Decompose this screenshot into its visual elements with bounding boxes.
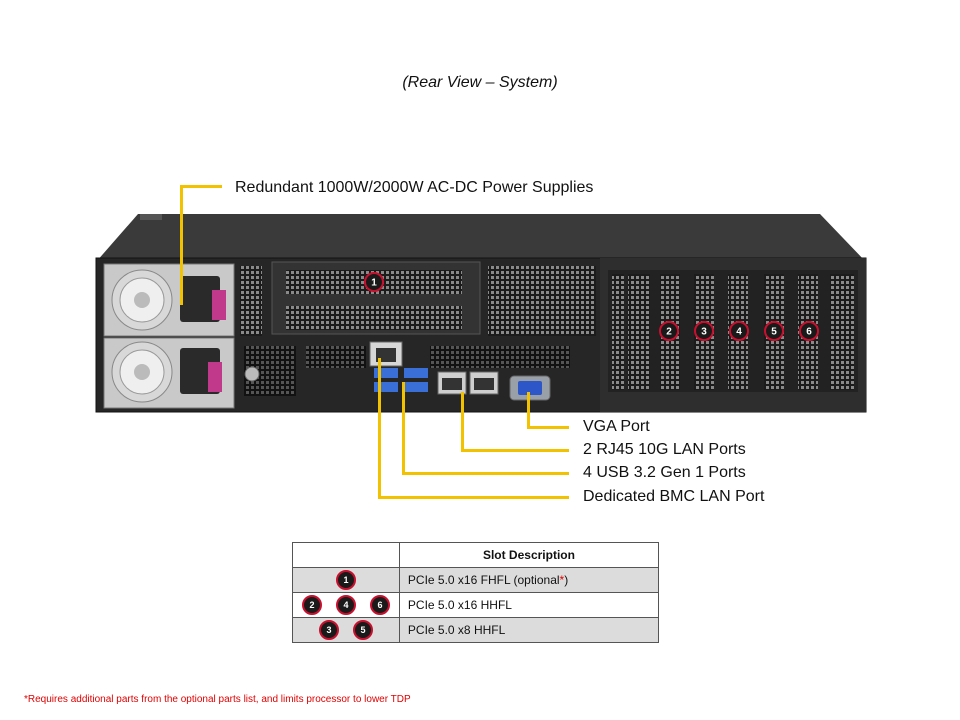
power-supply-label: Redundant 1000W/2000W AC-DC Power Suppli… [235, 179, 594, 196]
slot-badge-4: 4 [729, 321, 749, 341]
slot-badge-2: 2 [659, 321, 679, 341]
svg-text:3: 3 [701, 327, 707, 338]
slot-badge-1: 1 [335, 570, 356, 590]
slot-badge-4: 4 [335, 595, 356, 615]
slot-badge-5: 5 [764, 321, 784, 341]
svg-text:1: 1 [371, 278, 377, 289]
vga-leader-h [527, 426, 569, 429]
slot-badge-2: 2 [301, 595, 322, 615]
svg-text:5: 5 [771, 327, 777, 338]
usb-ports-label: 4 USB 3.2 Gen 1 Ports [583, 464, 746, 481]
table-header-row: Slot Description [292, 542, 660, 568]
lan-leader-v [461, 392, 464, 451]
slot-badge-6: 6 [799, 321, 819, 341]
slot-description: PCIe 5.0 x16 HHFL [398, 592, 660, 618]
slot-badge-3: 3 [318, 620, 339, 640]
table-row: 1 PCIe 5.0 x16 FHFL (optional*) [292, 567, 660, 593]
diagram-title: (Rear View – System) [402, 74, 558, 91]
vga-leader-v [527, 392, 530, 428]
slot-description: PCIe 5.0 x8 HHFL [398, 617, 660, 643]
svg-text:4: 4 [736, 327, 742, 338]
bmc-leader-v [378, 358, 381, 498]
slot-badge-3: 3 [694, 321, 714, 341]
lan-ports-label: 2 RJ45 10G LAN Ports [583, 441, 746, 458]
vga-port-label: VGA Port [583, 418, 650, 435]
usb-leader-v [402, 382, 405, 474]
svg-text:6: 6 [806, 327, 812, 338]
slot-description: PCIe 5.0 x16 FHFL (optional*) [398, 567, 660, 593]
header-slot-description: Slot Description [398, 542, 660, 568]
power-supply-1 [103, 263, 235, 337]
slot-badge-1: 1 [364, 272, 384, 292]
optional-asterisk: * [559, 573, 565, 587]
slot-badge-6: 6 [369, 595, 390, 615]
power-leader-v [180, 185, 183, 305]
lan-leader-h [461, 449, 569, 452]
bmc-leader-h [378, 496, 569, 499]
power-supply-2 [103, 337, 235, 409]
header-empty-cell [292, 542, 400, 568]
slot-description-table: Slot Description 1 PCIe 5.0 x16 FHFL (op… [292, 542, 660, 643]
slot-badges: 1 [293, 570, 399, 590]
power-leader-h [180, 185, 222, 188]
usb-leader-h [402, 472, 569, 475]
svg-text:2: 2 [666, 327, 672, 338]
bmc-lan-port-label: Dedicated BMC LAN Port [583, 488, 765, 505]
footnote: *Requires additional parts from the opti… [24, 694, 411, 705]
slot-badge-5: 5 [352, 620, 373, 640]
